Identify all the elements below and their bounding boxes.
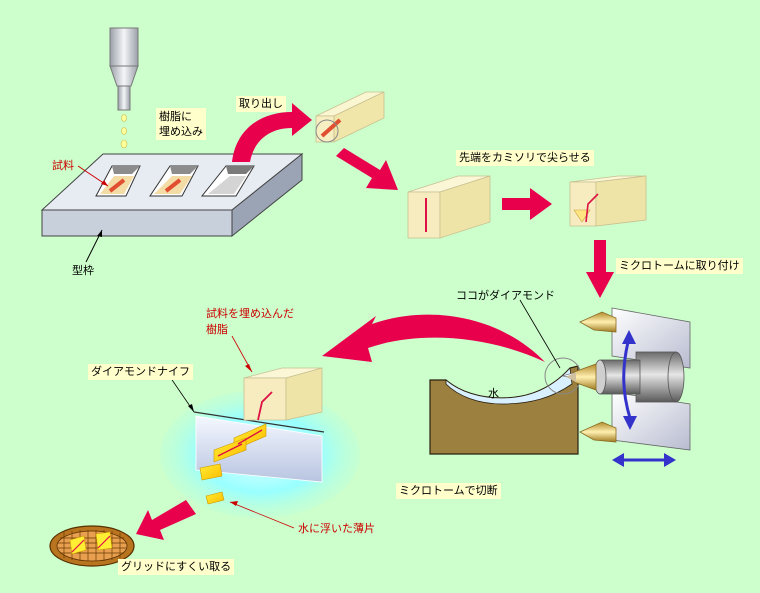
syringe-icon [109, 27, 139, 149]
knife-boat [429, 357, 587, 455]
specimen-chuck [566, 307, 691, 451]
arrow-attach [586, 240, 614, 298]
resin-block-small [315, 91, 385, 143]
label-embedded-resin: 試料を埋め込んだ 樹脂 [206, 306, 294, 338]
label-water: 水 [488, 387, 499, 400]
label-attach-microtome: ミクロトームに取り付け [616, 258, 743, 274]
label-trim-tip: 先端をカミソリで尖らせる [456, 150, 594, 166]
label-floating-sections: 水に浮いた薄片 [298, 522, 375, 535]
label-scoop-grid: グリッドにすくい取る [118, 559, 235, 575]
label-sectioning: ミクロトームで切断 [396, 483, 501, 499]
diamond-pointer [519, 299, 561, 369]
mold-tray [40, 152, 304, 238]
label-sample: 試料 [52, 159, 74, 172]
rotation-arrow [622, 341, 632, 419]
resin-block-trimmed [569, 175, 647, 227]
diamond-knife-scene [193, 367, 325, 505]
arrow-to-sections [322, 314, 545, 362]
label-embed-resin: 樹脂に 埋め込み [156, 108, 206, 140]
label-embedded-resin-line2: 樹脂 [206, 323, 228, 336]
label-embed-resin-line2: 埋め込み [159, 125, 203, 138]
arrow-to-trim [336, 148, 398, 190]
label-here-is-diamond: ココがダイアモンド [456, 289, 555, 302]
arrow-take-out [232, 103, 312, 162]
label-embedded-resin-line1: 試料を埋め込んだ [206, 307, 294, 320]
grid-icon [49, 525, 135, 567]
label-take-out: 取り出し [236, 96, 286, 112]
floating-pointer [229, 501, 295, 529]
arrow-to-grid [136, 500, 196, 540]
label-diamond-knife: ダイアモンドナイフ [88, 364, 193, 380]
resin-block-untrimmed [407, 175, 491, 239]
label-embed-resin-line1: 樹脂に [159, 110, 192, 123]
label-mold: 型枠 [72, 264, 94, 277]
arrow-trim [502, 188, 552, 220]
